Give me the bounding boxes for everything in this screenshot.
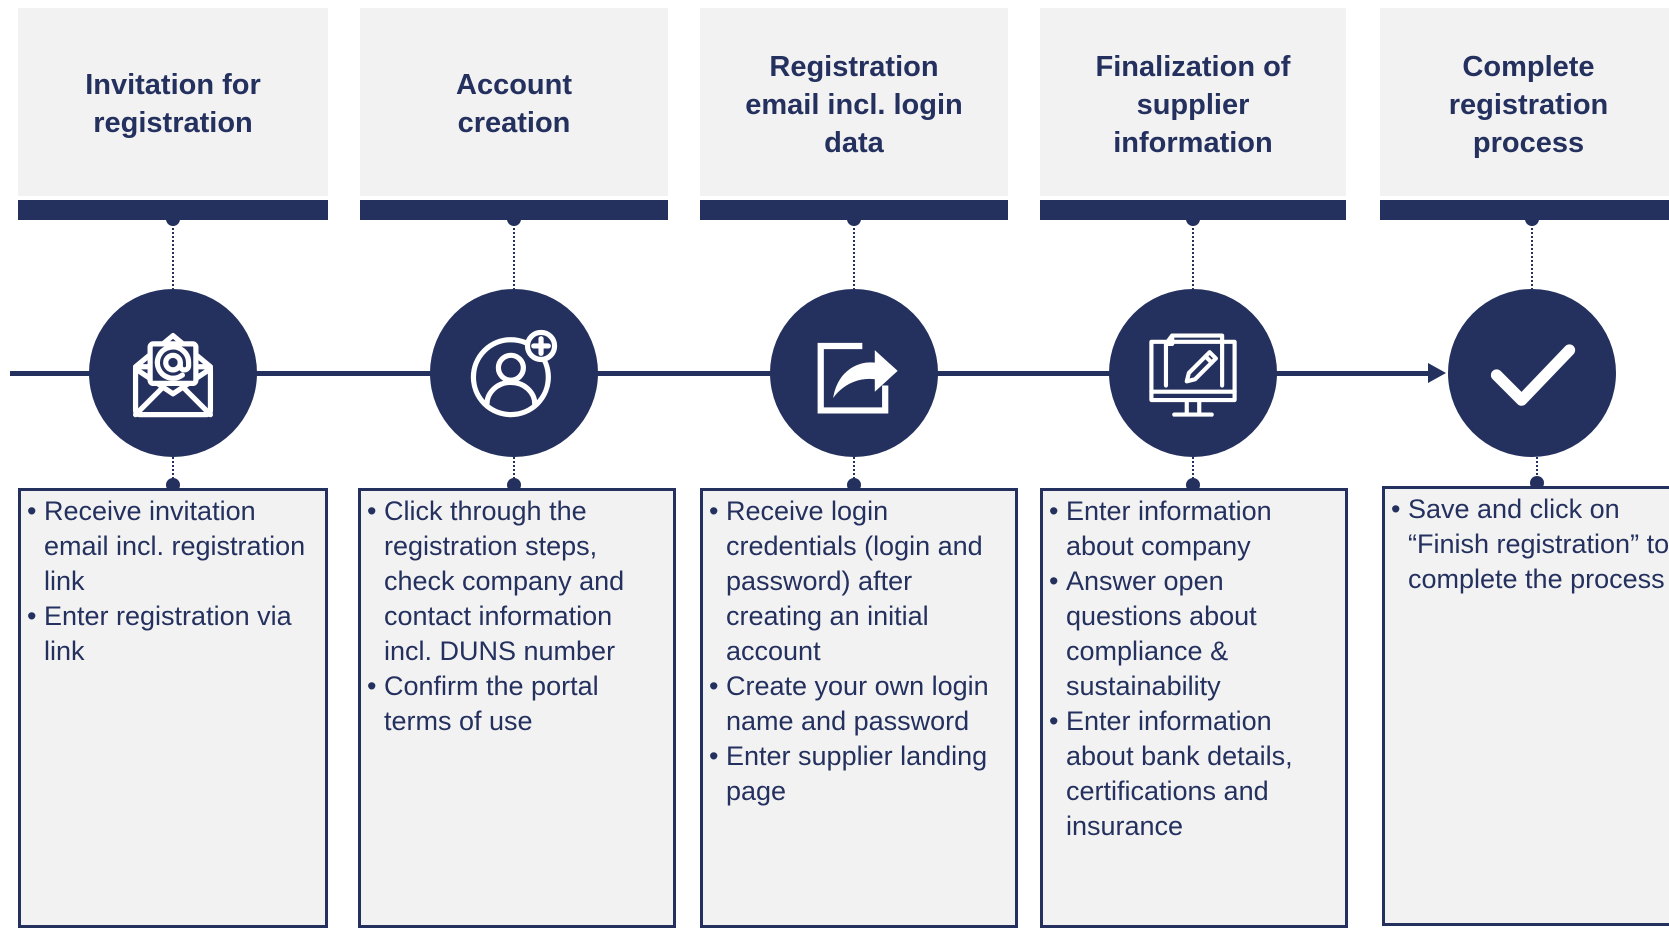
step-complete: Complete registration process Save and c… <box>1380 0 1669 926</box>
bullet-item: Enter supplier landing page <box>709 739 1009 809</box>
connector-line <box>172 457 174 487</box>
step-header: Account creation <box>360 8 668 196</box>
step-finalization: Finalization of supplier information Ent… <box>1040 0 1350 928</box>
header-bar <box>700 200 1008 220</box>
connector-line <box>172 224 174 290</box>
step-icon-circle <box>770 289 938 457</box>
step-description: Click through the registration steps, ch… <box>358 488 676 928</box>
bullet-item: Save and click on “Finish registration” … <box>1391 492 1669 597</box>
step-icon-circle <box>430 289 598 457</box>
step-header: Registration email incl. login data <box>700 8 1008 196</box>
step-description: Receive login credentials (login and pas… <box>700 488 1018 928</box>
bullet-item: Confirm the portal terms of use <box>367 669 667 739</box>
connector-dot <box>507 212 521 226</box>
bullet-item: Receive invitation email incl. registrat… <box>27 494 319 599</box>
connector-dot <box>166 212 180 226</box>
header-bar <box>1040 200 1346 220</box>
step-icon-circle <box>1109 289 1277 457</box>
bullet-item: Enter information about bank details, ce… <box>1049 704 1339 844</box>
connector-line <box>513 224 515 290</box>
bullet-item: Enter information about company <box>1049 494 1339 564</box>
connector-line <box>513 457 515 487</box>
header-bar <box>18 200 328 220</box>
step-header: Finalization of supplier information <box>1040 8 1346 196</box>
connector-line <box>1531 224 1533 290</box>
step-title: Invitation for registration <box>85 69 261 139</box>
header-bar <box>360 200 668 220</box>
connector-dot <box>847 212 861 226</box>
timeline-line <box>10 371 1440 376</box>
connector-line <box>1192 457 1194 487</box>
connector-line <box>1536 457 1538 483</box>
connector-dot <box>1186 212 1200 226</box>
header-bar <box>1380 200 1669 220</box>
monitor-edit-icon <box>1149 333 1237 417</box>
bullet-item: Receive login credentials (login and pas… <box>709 494 1009 669</box>
step-icon-circle <box>1448 289 1616 457</box>
step-title: Complete registration process <box>1448 51 1609 159</box>
checkmark-icon <box>1490 344 1576 406</box>
connector-line <box>853 224 855 290</box>
timeline-arrow-head <box>1428 363 1446 383</box>
step-title: Account creation <box>456 69 572 139</box>
step-description: Save and click on “Finish registration” … <box>1382 486 1669 926</box>
connector-line <box>1192 224 1194 290</box>
share-arrow-icon <box>817 342 898 414</box>
step-title: Registration email incl. login data <box>745 51 963 159</box>
email-at-icon <box>132 332 214 418</box>
add-user-icon <box>470 329 558 418</box>
connector-line <box>853 457 855 487</box>
bullet-item: Enter registration via link <box>27 599 319 669</box>
step-icon-circle <box>89 289 257 457</box>
bullet-item: Answer open questions about compliance &… <box>1049 564 1339 704</box>
step-description: Receive invitation email incl. registrat… <box>18 488 328 928</box>
step-header: Invitation for registration <box>18 8 328 196</box>
step-registration-email: Registration email incl. login data Rece… <box>700 0 1018 928</box>
step-invitation: Invitation for registration Receive invi… <box>18 0 328 928</box>
step-account: Account creation Click through the regis… <box>358 0 676 928</box>
step-description: Enter information about company Answer o… <box>1040 488 1348 928</box>
step-title: Finalization of supplier information <box>1095 51 1291 159</box>
connector-dot <box>1525 212 1539 226</box>
step-header: Complete registration process <box>1380 8 1669 196</box>
bullet-item: Create your own login name and password <box>709 669 1009 739</box>
bullet-item: Click through the registration steps, ch… <box>367 494 667 669</box>
